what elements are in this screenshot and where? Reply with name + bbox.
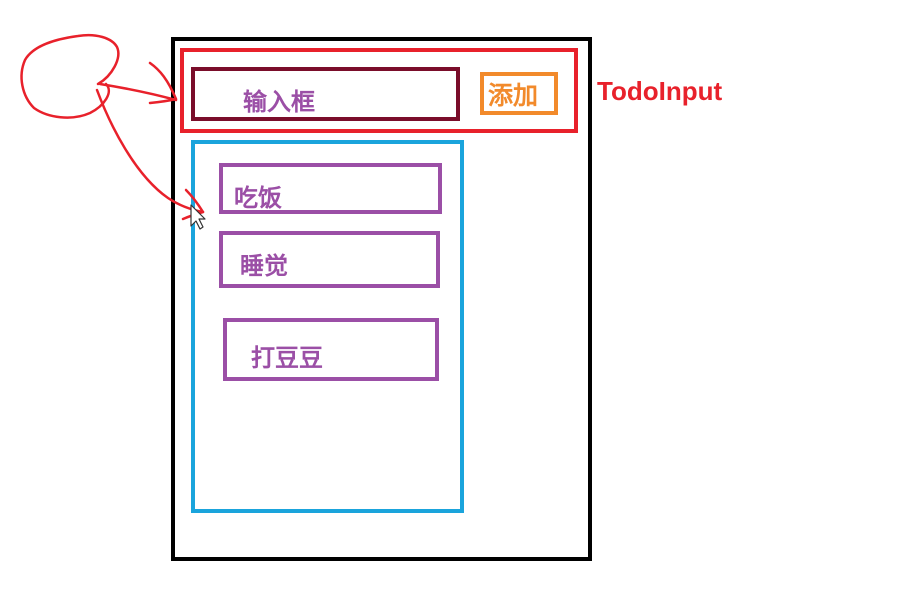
annotation-arrowhead-list — [181, 188, 205, 221]
todo-item-text: 吃饭 — [234, 184, 282, 212]
todo-input-component — [180, 48, 578, 133]
todo-item-text: 打豆豆 — [251, 344, 323, 372]
todo-item[interactable] — [219, 231, 440, 288]
todo-list — [191, 140, 464, 513]
add-button[interactable] — [480, 72, 558, 115]
todo-item[interactable] — [223, 318, 439, 381]
cursor-icon — [190, 204, 206, 230]
annotation-arrow-to-list — [95, 88, 205, 214]
annotation-arrowhead-input — [148, 61, 178, 105]
annotation-circle — [20, 33, 120, 119]
input-box-label: 输入框 — [243, 88, 315, 116]
todo-text-input[interactable] — [191, 67, 460, 121]
todo-input-component-label: TodoInput — [597, 76, 723, 106]
annotation-arrow-to-input — [98, 82, 178, 102]
todo-item-text: 睡觉 — [240, 252, 288, 280]
add-button-label: 添加 — [488, 81, 539, 110]
todo-item[interactable] — [219, 163, 442, 214]
app-frame — [171, 37, 592, 561]
